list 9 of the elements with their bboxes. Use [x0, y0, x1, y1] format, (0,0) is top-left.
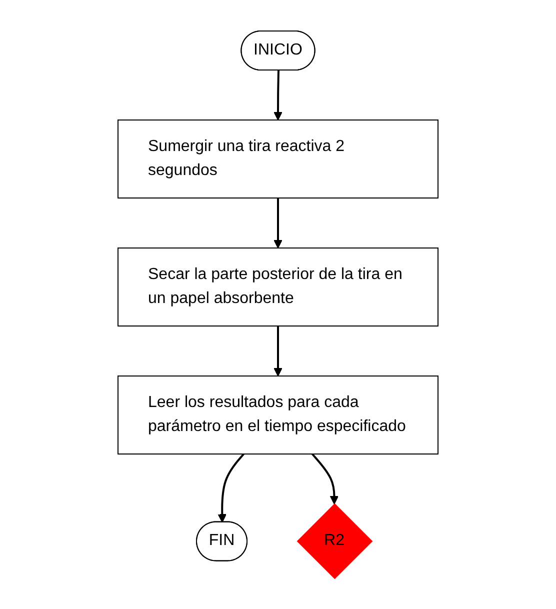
arrow: [274, 198, 282, 248]
arrow: [218, 453, 244, 522]
arrow: [312, 453, 339, 504]
node-box: Secar la parte posterior de la tira en un papel absorbente: [118, 247, 438, 326]
arrow: [274, 326, 282, 376]
node-diamond: R2: [296, 503, 373, 579]
arrow: [274, 70, 282, 120]
node-box: Sumergir una tira reactiva 2 segundos: [118, 119, 438, 198]
node-box: Leer los resultados para cada parámetro en el tiempo especificado: [118, 375, 438, 454]
